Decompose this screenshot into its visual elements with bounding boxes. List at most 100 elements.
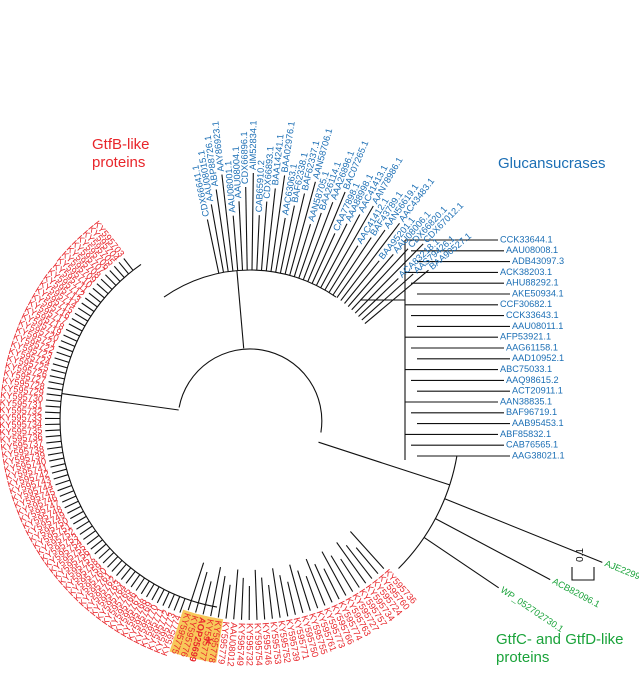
gtfb-branch <box>179 598 186 613</box>
gtfb-branch <box>51 468 67 474</box>
leaf-label: CCF30682.1 <box>500 299 552 309</box>
gtfb-bottom-branch <box>349 531 385 569</box>
gtfb-bottom-branch <box>268 584 273 619</box>
gtfb-branch <box>151 586 160 601</box>
glucan-branch <box>275 217 286 273</box>
leaf-label: ADB43097.3 <box>512 256 564 266</box>
gtfb-branch <box>107 556 119 568</box>
leaf-label: AKE50934.1 <box>512 288 564 298</box>
gtfb-bottom-branch <box>287 581 296 615</box>
gtfb-bottom-branch <box>225 584 231 619</box>
gtfb-branch <box>70 510 84 520</box>
gtfb-branch <box>63 334 78 342</box>
gtfb-branch <box>45 429 61 432</box>
gtfb-branch <box>111 560 123 572</box>
glucan-branch <box>332 237 372 296</box>
leaf-label: ACB82096.1 <box>551 576 602 609</box>
gtfb-branch <box>47 446 62 450</box>
leaf-label: KY595731 <box>0 397 43 410</box>
gtfb-branch <box>46 393 62 397</box>
gtfb-bottom-branch <box>279 575 289 617</box>
gtfb-bottom-branch <box>233 569 239 620</box>
leaf-label: ACT20911.1 <box>512 386 563 396</box>
glucan-branch <box>289 181 316 276</box>
leaf-label: CCK33644.1 <box>500 234 553 244</box>
glucan-branch <box>328 245 359 293</box>
gtfb-bottom-branch <box>314 563 333 603</box>
gtfb-branch <box>58 345 73 353</box>
gtfb-bottom-branch <box>254 569 258 620</box>
gtfb-bottom-branch <box>202 581 212 615</box>
gtfc-label-line2: proteins <box>496 649 550 666</box>
highlight-box <box>178 612 201 658</box>
gtfb-branch <box>92 287 105 299</box>
gtfc-branch <box>444 498 603 563</box>
leaf-label: KY595737 <box>0 438 44 453</box>
scale-bar: 0.1 <box>571 548 595 581</box>
leaf-label: AAD10952.1 <box>512 353 564 363</box>
leaf-label: CDX66896.1 <box>239 131 250 184</box>
glucan-branch <box>358 278 399 317</box>
leaf-label: CCK33643.1 <box>506 310 559 320</box>
gtfb-branch <box>90 539 103 550</box>
gtfb-branch <box>47 451 63 456</box>
glucan-branch <box>302 202 334 280</box>
leaf-label: AJE22990.1 <box>603 558 639 586</box>
leaf-label: ACK38203.1 <box>500 267 552 277</box>
glucan-branch <box>340 222 400 301</box>
gtfb-bottom-branch <box>345 544 373 579</box>
gtfb-branch <box>81 302 95 312</box>
leaf-label: KY595732 <box>0 405 42 417</box>
gtfb-label-line2: proteins <box>92 154 146 171</box>
glucan-branch <box>238 201 244 271</box>
gtfb-bottom-branch <box>305 558 326 606</box>
gtfb-branch <box>113 265 125 278</box>
glucan-branch <box>293 223 312 277</box>
gtfb-bottom-branch <box>217 575 226 618</box>
tree-branches <box>44 172 603 621</box>
gtfb-branch <box>73 515 87 525</box>
gtfb-branch <box>52 363 68 369</box>
highlight-box <box>196 616 216 662</box>
leaf-label: AAU08012 <box>225 622 239 667</box>
stem-gtfc <box>318 441 450 486</box>
gtfb-bottom-branch <box>240 577 244 620</box>
glucan-branch <box>260 201 268 271</box>
gtfb-branch <box>55 479 70 486</box>
gtfb-bottom-branch <box>272 568 281 618</box>
leaf-label: AAU08001.1 <box>223 160 237 213</box>
leaf-label: KY595733 <box>0 412 42 422</box>
glucan-branch <box>245 186 248 271</box>
gtfb-bottom-branch <box>187 562 205 611</box>
leaf-label: KY595735 <box>0 425 43 437</box>
gtfb-branch <box>120 567 132 580</box>
gtfb-bottom-branch <box>195 571 208 613</box>
gtfb-bottom-branch <box>210 566 222 617</box>
leaf-label: AAN38835.1 <box>500 396 552 406</box>
gtfb-branch <box>45 399 61 402</box>
gtfc-label-line1: GtfC- and GtfD-like <box>496 631 624 648</box>
leaf-label: AAB95453.1 <box>512 418 564 428</box>
gtfb-bottom-branch <box>297 570 311 611</box>
gtfb-branch <box>105 274 117 286</box>
leaf-label: BAF96719.1 <box>506 407 557 417</box>
gtfb-bottom-branch <box>336 542 367 584</box>
gtfb-branch <box>78 307 92 317</box>
gtfb-clade-arc <box>59 263 218 608</box>
leaf-label: AAU08011.1 <box>512 321 563 331</box>
leaf-label: ABC75033.1 <box>500 364 552 374</box>
gtfb-branch <box>167 594 175 609</box>
gtfb-branch <box>88 292 102 303</box>
gtfc-group-label: GtfC- and GtfD-like proteins <box>496 631 624 667</box>
gtfb-branch <box>96 283 109 295</box>
gtfb-branch <box>98 547 111 559</box>
glucan-branch <box>270 175 286 272</box>
gtfb-branch <box>68 323 83 332</box>
gtfb-branch <box>140 580 150 595</box>
stem-gtfb <box>61 393 179 411</box>
gtfb-branch <box>116 563 127 576</box>
leaf-label: AAU08004.1 <box>231 146 244 199</box>
gtfb-branch <box>47 387 63 391</box>
gtfb-branch <box>94 543 107 555</box>
gtfb-branch <box>146 583 155 598</box>
